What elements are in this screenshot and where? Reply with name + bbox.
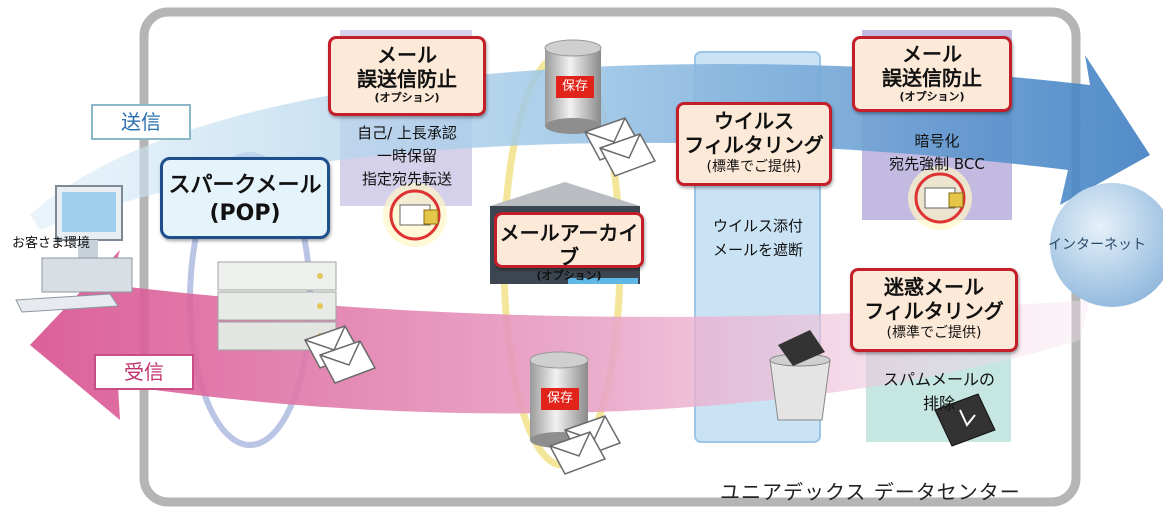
feature-encryption: 暗号化 [914,132,960,150]
sparkmail-title: スパークメール [168,173,322,198]
sparkmail-protocol: (POP) [209,201,281,226]
client-label: お客さま環境 [12,236,91,251]
sparkmail-pop-box: スパークメール (POP) [160,157,330,239]
internet-globe [1050,183,1163,307]
send-flow-label: 送信 [91,104,191,140]
misdelivery-left-title2: 誤送信防止 [357,67,457,91]
feature-approval: 自己/ 上長承認 [357,124,457,142]
feature-bcc: 宛先強制 BCC [889,155,985,173]
spam-title2: フィルタリング [864,299,1004,323]
save-badge-top: 保存 [556,76,594,98]
misdelivery-right-features: 暗号化 宛先強制 BCC [862,130,1012,176]
blocked-mail-right-icon [908,166,972,230]
client-pc-illustration [15,185,133,313]
spam-desc-line2: 排除 [922,394,955,413]
feature-forward: 指定宛先転送 [361,170,452,188]
envelope-group-pop [303,325,377,384]
spam-sub: (標準でご提供) [886,325,982,341]
virus-title1: ウイルス [714,109,794,133]
archive-sub: (オプション) [536,269,602,282]
receive-flow-label: 受信 [94,354,194,390]
misdelivery-left-features: 自己/ 上長承認 一時保留 指定宛先転送 [330,122,484,191]
datacenter-label: ユニアデックス データセンター [720,480,1021,504]
spam-filter-box: 迷惑メール フィルタリング (標準でご提供) [850,268,1018,352]
feature-hold: 一時保留 [376,147,437,165]
misdelivery-left-box: メール 誤送信防止 (オプション) [328,36,486,116]
virus-desc: ウイルス添付 メールを遮断 [690,214,826,262]
spam-desc: スパムメールの 排除 [862,368,1016,416]
internet-label: インターネット [1048,237,1146,253]
envelope-group-bottom [548,415,622,475]
misdelivery-right-title1: メール [902,42,962,66]
spam-title1: 迷惑メール [884,275,984,299]
envelope-group-top [583,117,657,177]
archive-title: メールアーカイブ [499,221,639,269]
misdelivery-left-sub: (オプション) [374,91,440,104]
spam-mail-icon [934,393,996,447]
spam-desc-line1: スパムメールの [882,370,995,389]
virus-desc-line2: メールを遮断 [712,241,803,259]
virus-title2: フィルタリング [684,133,824,157]
misdelivery-left-title1: メール [377,43,437,67]
blocked-mail-left-icon [383,183,447,247]
misdelivery-right-sub: (オプション) [899,90,965,103]
virus-filter-box: ウイルス フィルタリング (標準でご提供) [676,102,832,186]
virus-sub: (標準でご提供) [706,159,802,175]
trash-can-icon [769,330,831,421]
virus-desc-line1: ウイルス添付 [712,217,803,235]
save-badge-bottom: 保存 [541,388,579,410]
archive-box: メールアーカイブ (オプション) [494,212,644,282]
misdelivery-right-box: メール 誤送信防止 (オプション) [852,36,1012,112]
misdelivery-right-title2: 誤送信防止 [882,66,982,90]
